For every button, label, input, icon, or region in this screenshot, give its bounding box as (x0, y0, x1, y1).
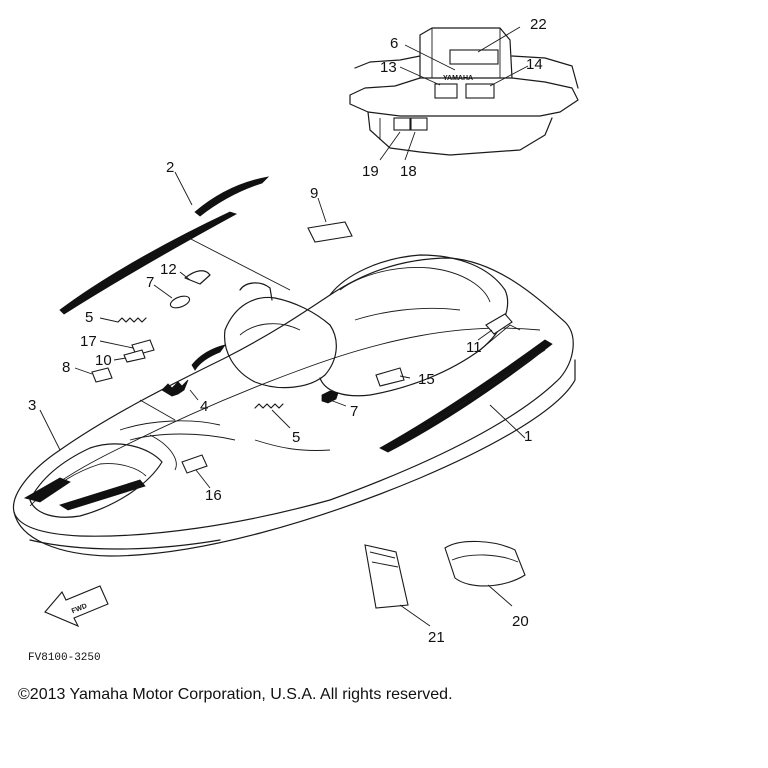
callout-12: 12 (160, 261, 177, 278)
callout-5-lower: 5 (292, 429, 300, 446)
engine-console-inset: YAMAHA (349, 27, 579, 156)
callout-9: 9 (310, 185, 318, 202)
callout-5-upper: 5 (85, 309, 93, 326)
callout-2: 2 (166, 159, 174, 176)
callout-8: 8 (62, 359, 70, 376)
callout-18: 18 (400, 163, 417, 180)
callout-7-lower: 7 (350, 403, 358, 420)
callout-4: 4 (200, 398, 208, 415)
callout-13: 13 (380, 59, 397, 76)
decal-parts: FWD (44, 221, 526, 628)
decal-12 (184, 270, 211, 285)
watercraft-hull (12, 176, 576, 557)
decal-15 (375, 367, 405, 387)
engine-yamaha-label: YAMAHA (443, 75, 473, 82)
callout-7-upper: 7 (146, 274, 154, 291)
copyright-notice: ©2013 Yamaha Motor Corporation, U.S.A. A… (18, 686, 453, 703)
decal-10 (123, 349, 146, 363)
callout-3: 3 (28, 397, 36, 414)
decal-4 (161, 379, 189, 397)
decal-9 (307, 221, 353, 243)
decal-5-lower (254, 403, 284, 409)
callout-17: 17 (80, 333, 97, 350)
decal-7-upper (169, 295, 191, 309)
callout-20: 20 (512, 613, 529, 630)
owners-manual-21 (364, 544, 409, 609)
callout-14: 14 (526, 56, 543, 73)
fwd-arrow-icon (44, 585, 109, 628)
callout-6: 6 (390, 35, 398, 52)
callout-22: 22 (530, 16, 547, 33)
callout-16: 16 (205, 487, 222, 504)
callout-11: 11 (466, 339, 482, 356)
callout-10: 10 (95, 352, 112, 369)
callout-19: 19 (362, 163, 379, 180)
callout-15: 15 (418, 371, 435, 388)
decal-8 (91, 367, 113, 383)
callout-numbers: 1 2 3 4 5 5 6 7 7 8 9 10 11 12 13 14 15 … (28, 16, 547, 646)
leader-lines (39, 26, 529, 627)
decal-5-upper (117, 317, 147, 323)
callout-1: 1 (524, 428, 532, 445)
decal-16 (181, 454, 208, 474)
tool-pouch-20 (444, 540, 526, 587)
decal-7-lower (321, 390, 339, 404)
part-code: FV8100-3250 (28, 652, 101, 664)
callout-21: 21 (428, 629, 445, 646)
